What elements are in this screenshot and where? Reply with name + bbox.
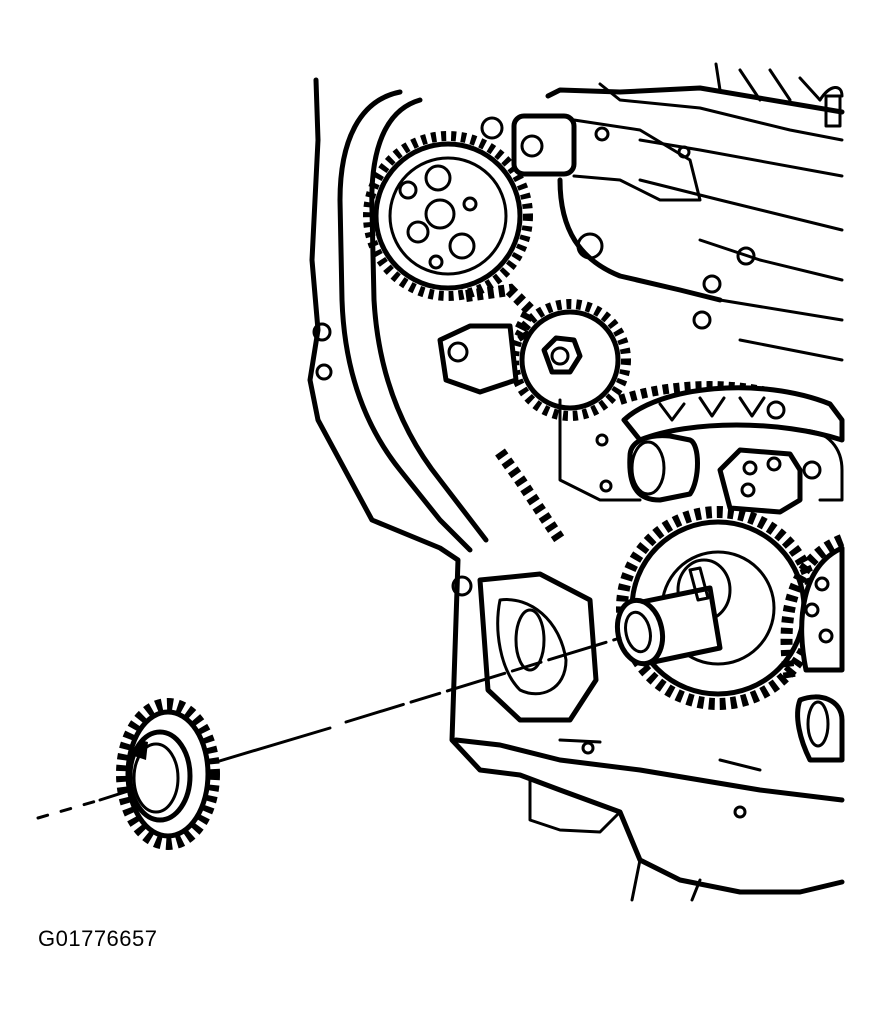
bolt-hole: [315, 363, 333, 381]
idler-sprocket: [509, 299, 631, 421]
balance-shaft-sprocket: [780, 534, 845, 681]
bolt-hole: [312, 322, 332, 342]
front-cover-outline: [312, 89, 489, 597]
lower-housing: [477, 571, 845, 819]
bolt-hole: [451, 575, 473, 597]
crankshaft-snout: [614, 566, 723, 667]
chain-guide-upper: [480, 113, 756, 330]
chain-tensioner: [437, 323, 519, 395]
chain-guide-right: [621, 385, 845, 443]
removed-crankshaft-sprocket: [116, 698, 220, 850]
block-mid-details: [558, 398, 844, 515]
engine-block-outline: [307, 62, 845, 902]
camshaft-sprocket: [363, 131, 533, 301]
figure-code: G01776657: [38, 926, 158, 951]
